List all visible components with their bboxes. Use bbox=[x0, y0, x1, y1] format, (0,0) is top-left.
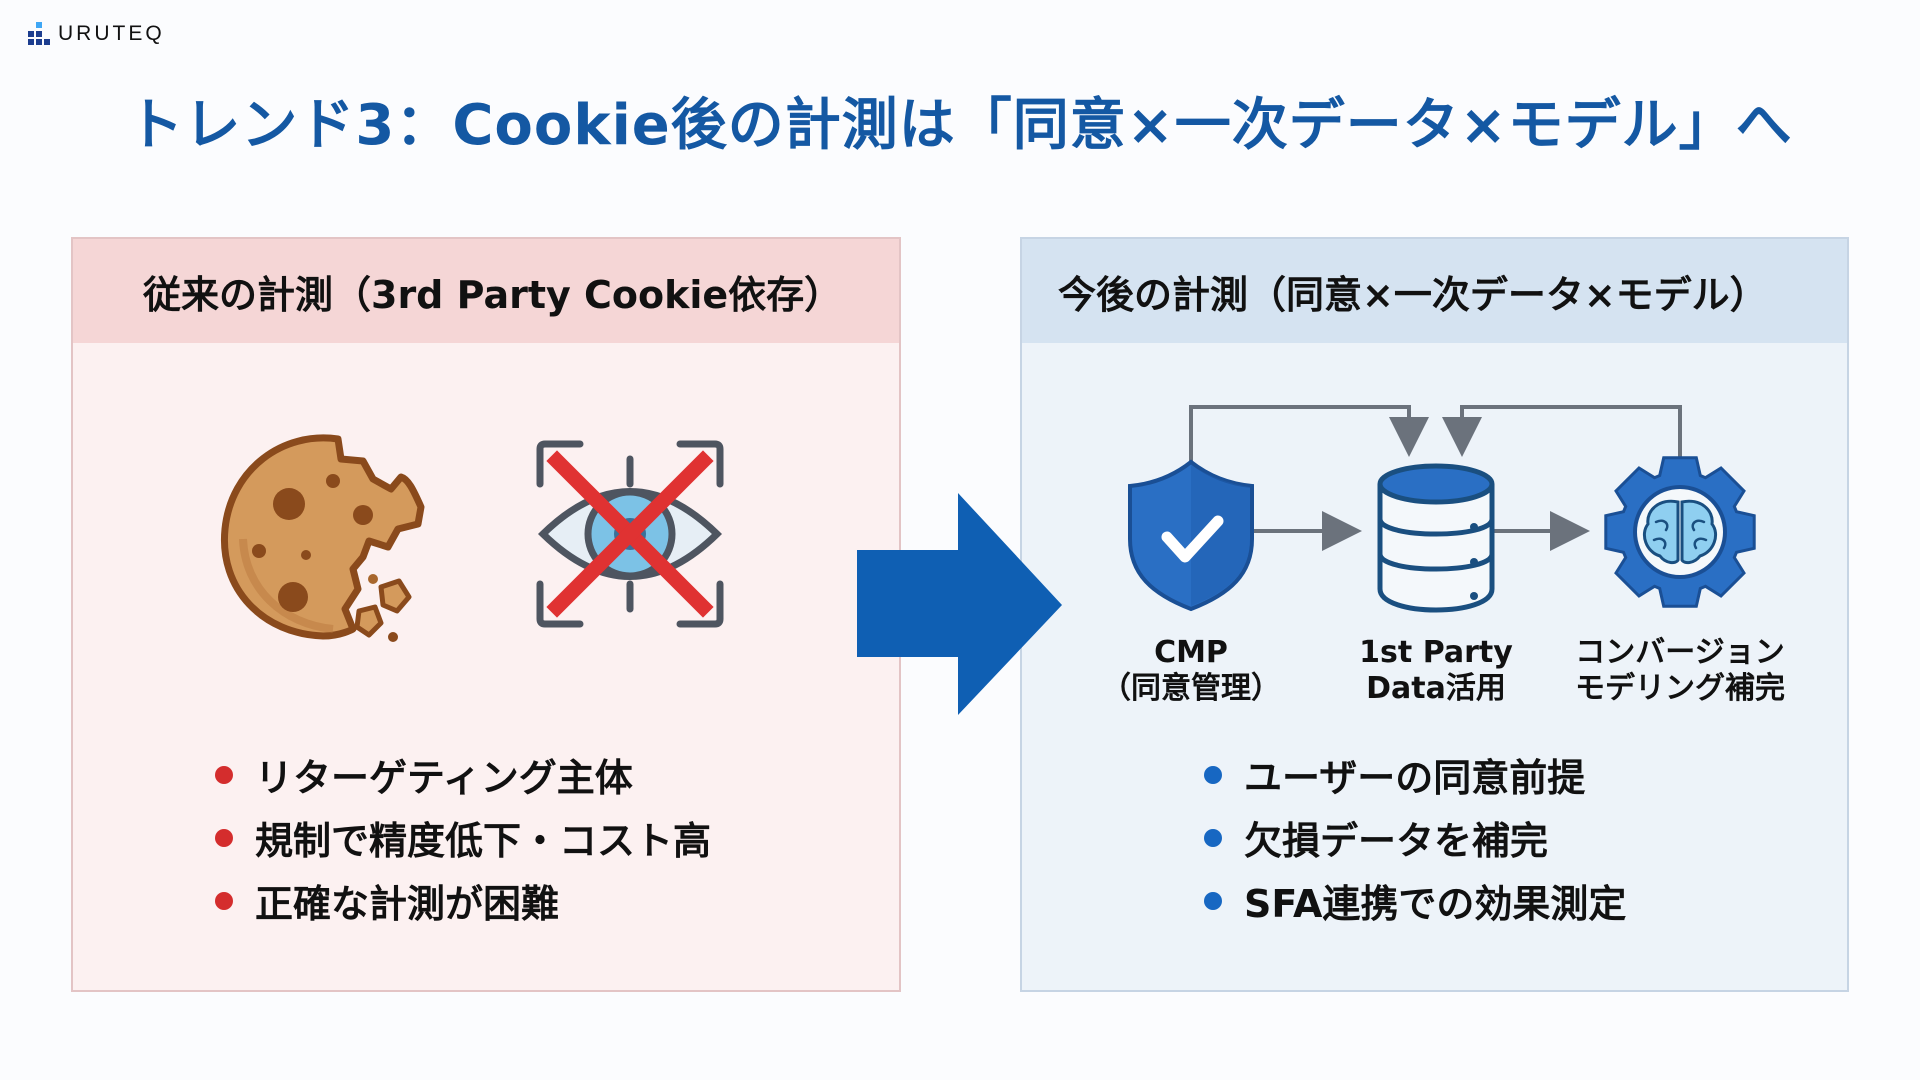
legacy-panel-header: 従来の計測（3rd Party Cookie依存） bbox=[73, 239, 899, 343]
flow-label-conversion-modeling: コンバージョン モデリング補完 bbox=[1575, 635, 1785, 706]
future-measurement-panel: 今後の計測（同意×一次データ×モデル） bbox=[1020, 237, 1849, 992]
list-item: ユーザーの同意前提 bbox=[1204, 743, 1626, 806]
database-icon bbox=[1377, 463, 1495, 613]
bullet-dot bbox=[1204, 765, 1222, 784]
flow-diagram bbox=[1128, 405, 1756, 613]
list-item: 欠損データを補完 bbox=[1204, 806, 1626, 869]
brand-name: URUTEQ bbox=[58, 22, 165, 45]
future-bullet-list: ユーザーの同意前提 欠損データを補完 SFA連携での効果測定 bbox=[1204, 743, 1626, 932]
bullet-dot bbox=[1204, 891, 1222, 910]
future-panel-title: 今後の計測（同意×一次データ×モデル） bbox=[1058, 272, 1768, 317]
legacy-measurement-panel: 従来の計測（3rd Party Cookie依存） bbox=[71, 237, 901, 992]
bullet-dot bbox=[215, 891, 233, 910]
bar-blocks-logo-icon bbox=[25, 22, 50, 46]
crossed-out-eye-icon bbox=[536, 440, 724, 628]
future-panel-header: 今後の計測（同意×一次データ×モデル） bbox=[1022, 239, 1847, 343]
flow-label-first-party-data: 1st Party Data活用 bbox=[1359, 635, 1513, 706]
bullet-dot bbox=[1204, 828, 1222, 847]
list-item: リターゲティング主体 bbox=[215, 743, 711, 806]
list-item: 正確な計測が困難 bbox=[215, 869, 711, 932]
list-item: 規制で精度低下・コスト高 bbox=[215, 806, 711, 869]
shield-check-icon bbox=[1128, 459, 1254, 612]
flow-label-cmp: CMP （同意管理） bbox=[1101, 635, 1281, 706]
model-to-data-arrow bbox=[1442, 405, 1682, 457]
gear-brain-icon bbox=[1604, 456, 1756, 608]
flow-connectors bbox=[1189, 405, 1682, 551]
list-item: SFA連携での効果測定 bbox=[1204, 869, 1626, 932]
right-arrow-icon bbox=[857, 493, 1062, 715]
bullet-dot bbox=[215, 828, 233, 847]
legacy-panel-title: 従来の計測（3rd Party Cookie依存） bbox=[143, 272, 843, 317]
cmp-to-data-arrow bbox=[1189, 405, 1429, 462]
legacy-bullet-list: リターゲティング主体 規制で精度低下・コスト高 正確な計測が困難 bbox=[215, 743, 711, 932]
page-title: トレンド3：Cookie後の計測は「同意×一次データ×モデル」へ bbox=[127, 93, 1793, 158]
brand-logo: URUTEQ bbox=[25, 20, 165, 48]
bullet-dot bbox=[215, 765, 233, 784]
bitten-cookie-icon bbox=[220, 434, 425, 642]
